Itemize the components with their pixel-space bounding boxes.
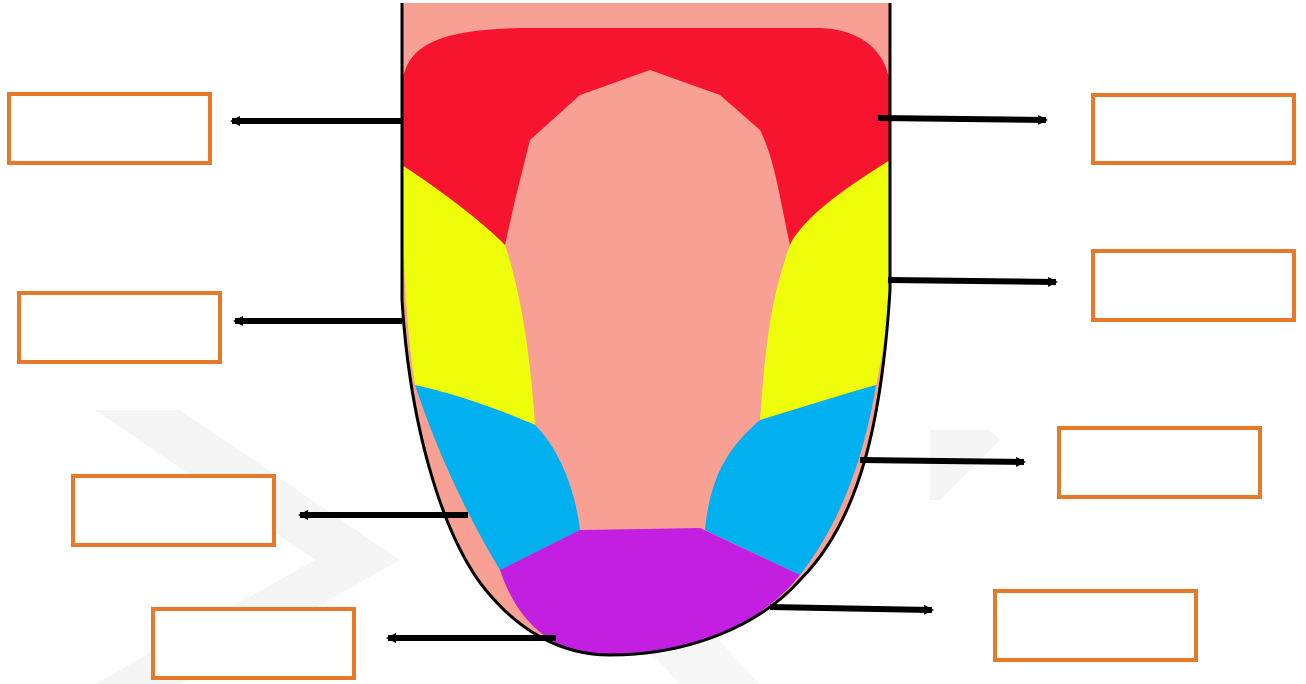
label-box-right-2[interactable]: [1091, 249, 1296, 322]
label-box-left-1[interactable]: [7, 92, 212, 165]
tongue: [400, 0, 895, 684]
label-box-right-4[interactable]: [993, 589, 1198, 662]
label-box-right-1[interactable]: [1091, 93, 1296, 165]
label-box-left-4[interactable]: [151, 607, 356, 680]
arrow-right-4: [770, 607, 932, 610]
arrow-right-3: [860, 460, 1024, 462]
arrow-right-2: [888, 280, 1056, 282]
label-box-left-2[interactable]: [17, 291, 222, 364]
arrow-right-1: [878, 118, 1046, 120]
label-box-left-3[interactable]: [71, 474, 276, 547]
label-box-right-3[interactable]: [1057, 426, 1262, 499]
